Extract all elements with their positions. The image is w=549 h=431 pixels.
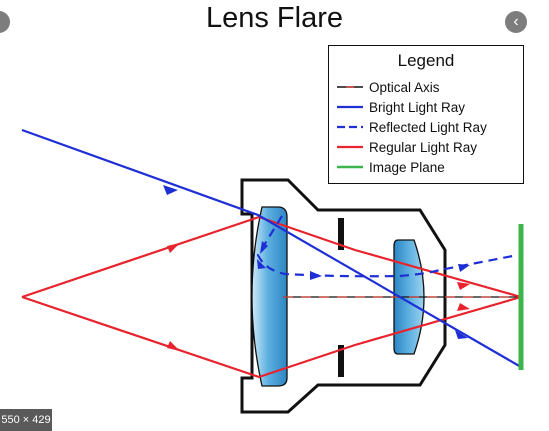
reflected-ray-arrow — [257, 259, 266, 269]
legend-item-image-plane: Image Plane — [337, 158, 445, 176]
bright-ray-swatch — [337, 105, 363, 109]
legend-label: Regular Light Ray — [369, 139, 478, 155]
reflected-ray-arrow — [310, 271, 322, 280]
regular-ray-arrow — [457, 282, 470, 290]
regular-ray-upper — [21, 215, 522, 299]
legend-label: Optical Axis — [369, 79, 440, 95]
bright-light-ray — [21, 128, 522, 368]
regular-ray-arrow — [167, 243, 180, 253]
legend-label: Reflected Light Ray — [369, 119, 487, 135]
legend-item-bright-ray: Bright Light Ray — [337, 98, 465, 116]
reflected-ray-arrow — [458, 264, 470, 272]
chevron-left-icon: ‹ — [513, 13, 519, 30]
regular-ray-arrow — [167, 341, 180, 351]
aperture-top — [338, 218, 344, 250]
image-plane-swatch — [337, 165, 363, 169]
front-lens — [251, 206, 288, 387]
reflected-ray-arrow — [260, 241, 268, 254]
legend-item-reflected-ray: Reflected Light Ray — [337, 118, 487, 136]
image-size-badge: 550 × 429 — [0, 409, 52, 431]
legend-item-optical-axis: Optical Axis — [337, 78, 440, 96]
aperture-bottom — [338, 345, 344, 377]
optical-axis-swatch — [337, 86, 363, 88]
legend-box: Legend Optical Axis Bright Light Ray Ref… — [328, 45, 524, 184]
legend-label: Bright Light Ray — [369, 99, 466, 115]
regular-ray-swatch — [337, 145, 363, 149]
bright-ray-arrow — [163, 185, 178, 195]
reflected-light-ray — [256, 215, 519, 278]
bright-ray-arrow — [455, 330, 468, 339]
legend-title: Legend — [397, 51, 455, 70]
regular-ray-lower — [21, 295, 522, 379]
regular-ray-arrow — [457, 303, 470, 311]
edge-button[interactable] — [0, 11, 10, 33]
previous-button[interactable]: ‹ — [505, 11, 527, 33]
legend-item-regular-ray: Regular Light Ray — [337, 138, 477, 156]
lens-barrel — [240, 178, 447, 414]
diagram-title: Lens Flare — [205, 2, 343, 34]
reflected-ray-swatch — [337, 125, 363, 129]
legend-label: Image Plane — [369, 159, 445, 175]
